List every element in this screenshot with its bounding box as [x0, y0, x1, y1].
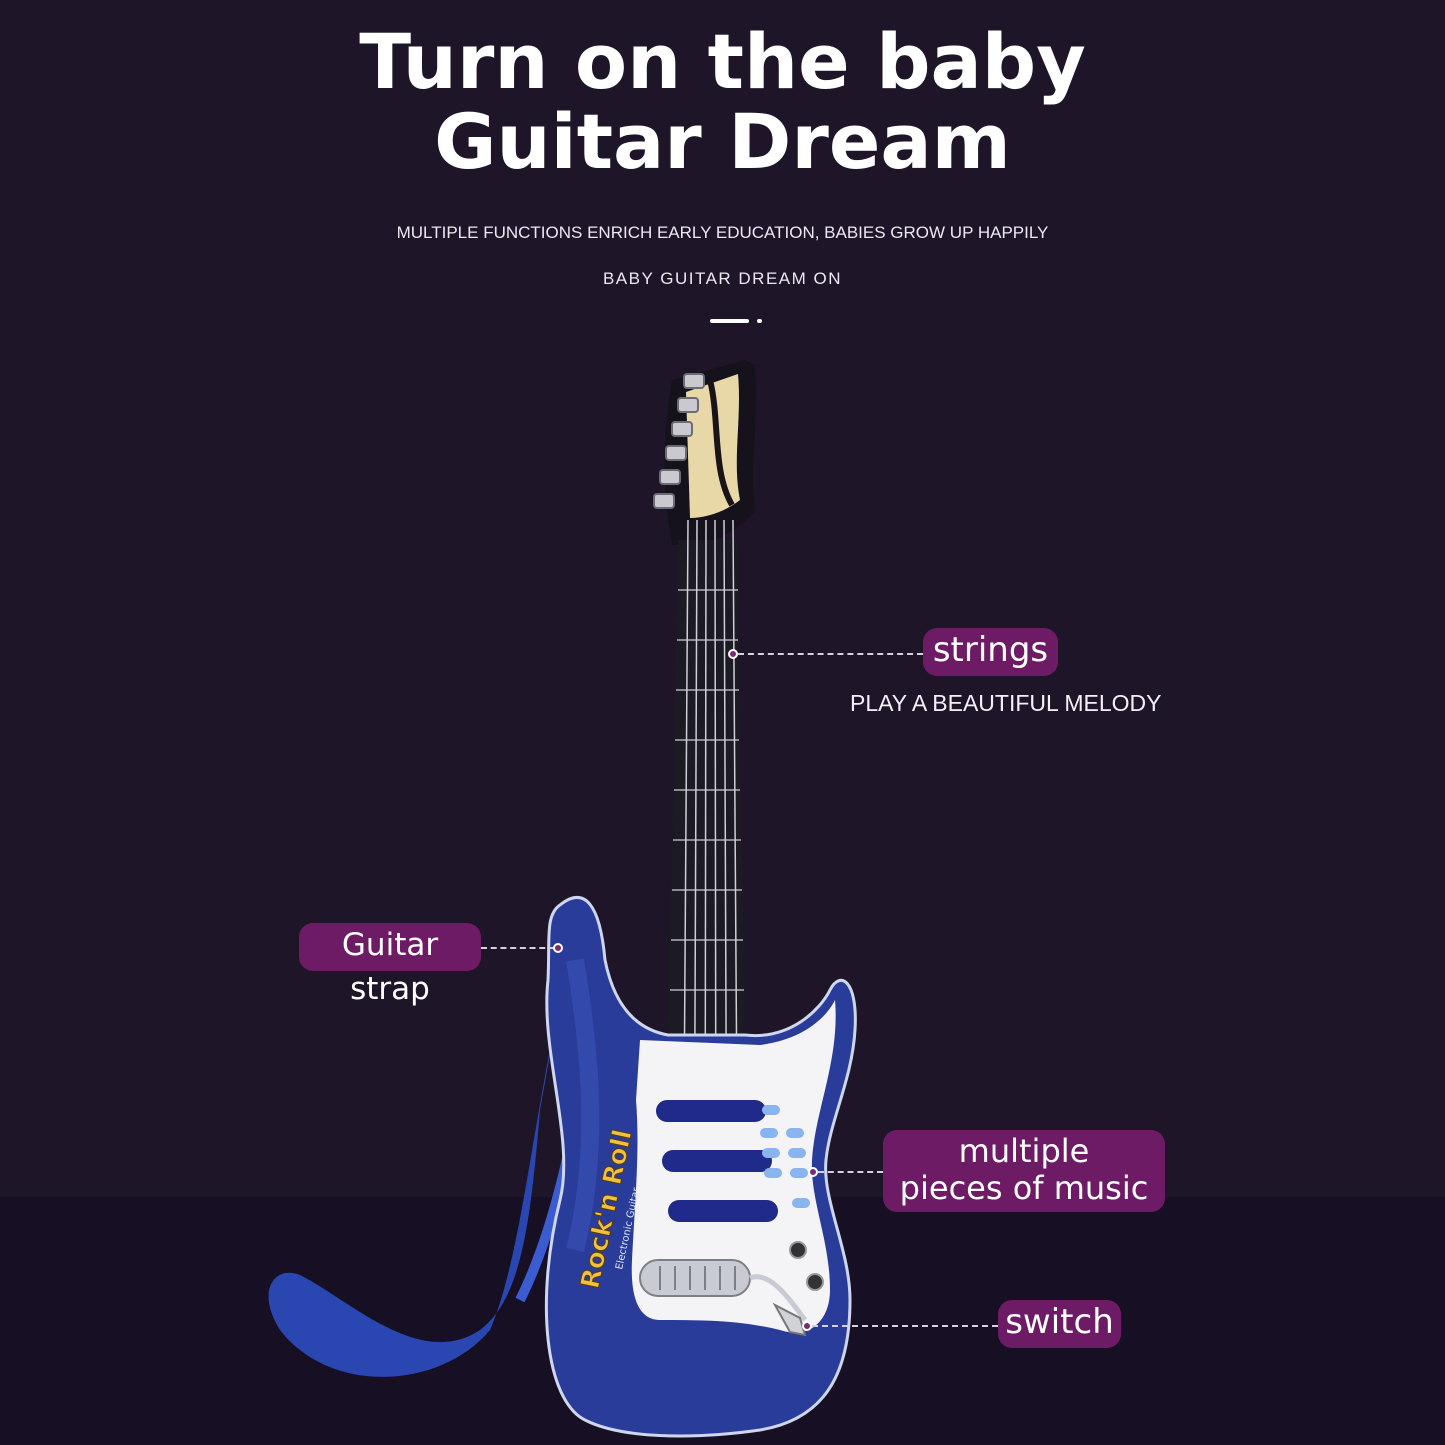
- music-label-line-2: pieces of music: [899, 1169, 1149, 1207]
- switch-leader: [812, 1325, 998, 1327]
- guitar-bridge: [639, 1259, 751, 1297]
- strap-label: Guitar strap: [299, 923, 481, 1007]
- page-title: Turn on the baby Guitar Dream: [0, 22, 1445, 182]
- switch-marker: [802, 1321, 812, 1331]
- strap-marker: [553, 943, 563, 953]
- title-line-2: Guitar Dream: [434, 97, 1011, 186]
- title-line-1: Turn on the baby: [359, 17, 1086, 106]
- strings-caption: PLAY A BEAUTIFUL MELODY: [850, 690, 1162, 716]
- music-marker: [808, 1167, 818, 1177]
- music-label: multiple pieces of music: [883, 1130, 1165, 1212]
- switch-lever: [772, 1302, 807, 1337]
- tagline: BABY GUITAR DREAM ON: [602, 269, 843, 288]
- subtitle: MULTIPLE FUNCTIONS ENRICH EARLY EDUCATIO…: [396, 223, 1049, 242]
- music-label-line-1: multiple: [958, 1132, 1090, 1170]
- switch-label: switch: [998, 1300, 1121, 1348]
- strings-leader: [738, 653, 923, 655]
- guitar-strap-graphic: [268, 1000, 560, 1377]
- music-leader: [818, 1171, 883, 1173]
- strings-label: strings: [923, 628, 1058, 676]
- divider-dot: [757, 319, 762, 323]
- strings-marker: [728, 649, 738, 659]
- divider-line: [710, 319, 749, 323]
- strap-leader: [481, 947, 555, 949]
